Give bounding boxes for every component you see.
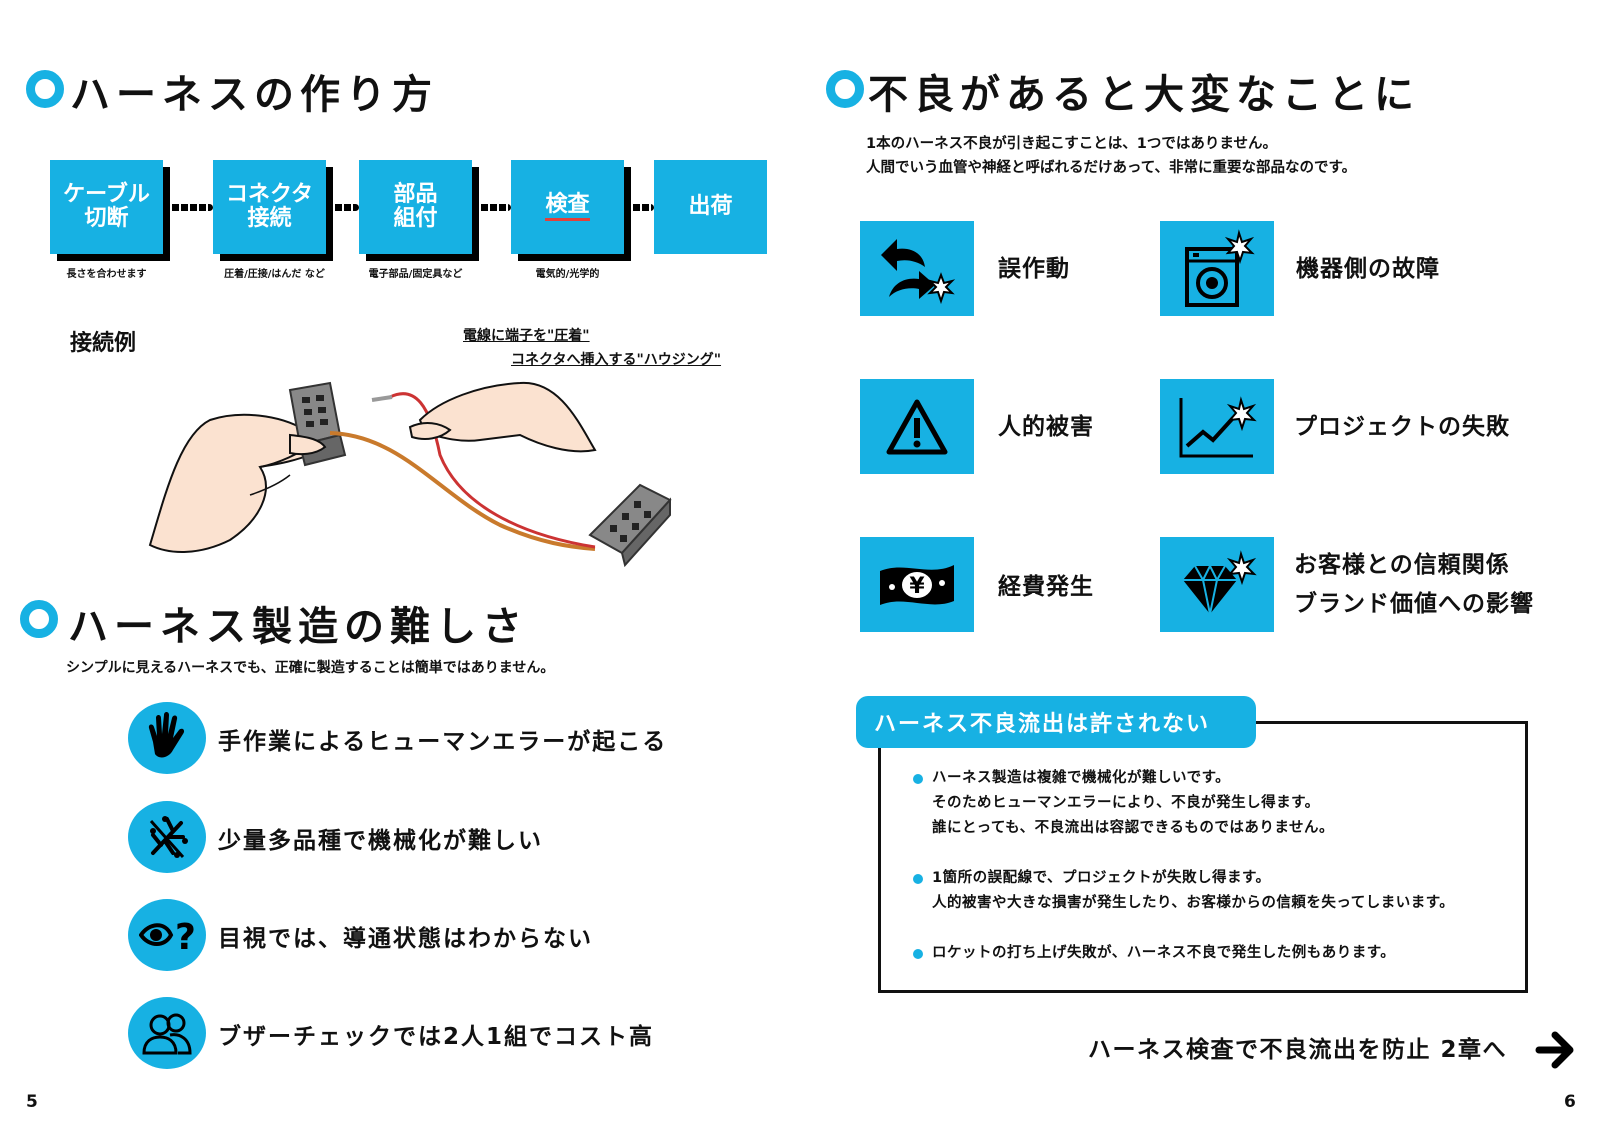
bullet-dot	[913, 874, 923, 884]
hand-icon	[128, 702, 206, 774]
problem-label: 誤作動	[998, 256, 1070, 282]
two-people-icon	[128, 997, 206, 1069]
housing-note: コネクタへ挿入する"ハウジング"	[511, 352, 722, 368]
page-number: 6	[1564, 1092, 1576, 1112]
section-title-defects: 不良があると大変なことに	[868, 72, 1420, 118]
section-bullet-icon	[26, 70, 64, 108]
problem-label: 人的被害	[998, 414, 1094, 440]
difficulty-lead: シンプルに見えるハーネスでも、正確に製造することは簡単ではありません。	[66, 660, 555, 676]
difficulty-item: 目視では、導通状態はわからない	[218, 926, 593, 952]
step-cable-cut: ケーブル切断	[50, 160, 163, 254]
harness-illustration	[148, 381, 672, 568]
difficulty-item: 手作業によるヒューマンエラーが起こる	[218, 729, 668, 755]
problem-label: プロジェクトの失敗	[1294, 414, 1510, 440]
callout-line: 1箇所の誤配線で、プロジェクトが失敗し得ます。	[932, 870, 1271, 886]
warning-icon	[860, 379, 974, 474]
problem-label: ブランド価値への影響	[1294, 591, 1534, 617]
next-chapter-link[interactable]: ハーネス検査で不良流出を防止 2章へ	[1088, 1037, 1508, 1063]
problem-label: 経費発生	[998, 574, 1094, 600]
step-inspection: 検査	[511, 160, 624, 254]
svg-text:¥: ¥	[909, 574, 925, 599]
chain-connector	[624, 204, 654, 211]
bullet-dot	[913, 774, 923, 784]
page-number: 5	[26, 1092, 38, 1112]
chain-connector	[326, 204, 359, 211]
callout-line: 誰にとっても、不良流出は容認できるものではありません。	[932, 820, 1334, 836]
problem-label: お客様との信頼関係	[1294, 552, 1510, 578]
chain-connector	[472, 204, 511, 211]
callout-line: そのためヒューマンエラーにより、不良が発生し得ます。	[932, 795, 1320, 811]
difficulty-item: ブザーチェックでは2人1組でコスト高	[218, 1024, 655, 1050]
crimp-note: 電線に端子を"圧着"	[463, 328, 590, 344]
defect-lead-2: 人間でいう血管や神経と呼ばれるだけあって、非常に重要な部品なのです。	[866, 160, 1357, 176]
broken-diamond-icon	[1160, 537, 1274, 632]
section-title-difficulty: ハーネス製造の難しさ	[68, 604, 528, 650]
step-assembly: 部品組付	[359, 160, 472, 254]
defect-lead-1: 1本のハーネス不良が引き起こすことは、1つではありません。	[866, 136, 1277, 152]
arrow-right-icon[interactable]	[1535, 1030, 1577, 1070]
yen-bill-icon: ¥	[860, 537, 974, 632]
right-connector	[588, 483, 672, 568]
step-caption: 電気的/光学的	[535, 269, 600, 280]
step-shipping: 出荷	[654, 160, 767, 254]
step-caption: 圧着/圧接/はんだ など	[224, 269, 325, 280]
callout-line: ロケットの打ち上げ失敗が、ハーネス不良で発生した例もあります。	[932, 945, 1396, 961]
step-caption: 長さを合わせます	[66, 269, 147, 280]
step-connector: コネクタ接続	[213, 160, 326, 254]
failed-graph-icon	[1160, 379, 1274, 474]
broken-machine-icon	[1160, 221, 1274, 316]
svg-text:?: ?	[175, 917, 195, 955]
callout-line: 人的被害や大きな損害が発生したり、お客様からの信頼を失ってしまいます。	[932, 895, 1455, 911]
step-caption: 電子部品/固定具など	[368, 269, 463, 280]
bullet-dot	[913, 949, 923, 959]
difficulty-item: 少量多品種で機械化が難しい	[218, 828, 543, 854]
callout-title: ハーネス不良流出は許されない	[856, 696, 1256, 748]
callout-line: ハーネス製造は複雑で機械化が難しいです。	[932, 770, 1231, 786]
malfunction-arrows-icon	[860, 221, 974, 316]
section-bullet-icon	[826, 70, 864, 108]
chain-connector	[163, 204, 213, 211]
section-bullet-icon	[20, 600, 58, 638]
section-title-how-to-make: ハーネスの作り方	[70, 72, 438, 118]
example-label: 接続例	[70, 331, 137, 356]
problem-label: 機器側の故障	[1296, 256, 1440, 282]
eye-question-icon: ?	[128, 899, 206, 971]
branching-icon	[128, 801, 206, 873]
